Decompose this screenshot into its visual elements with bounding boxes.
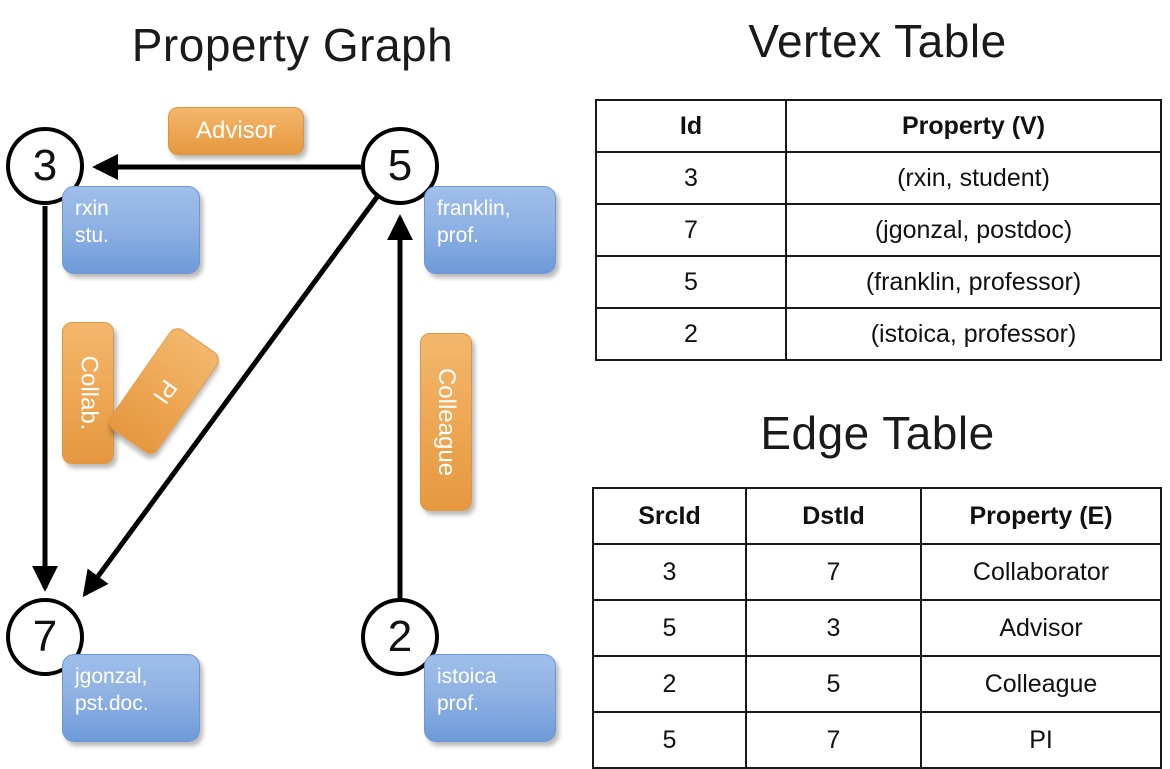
table-row: 3 (rxin, student): [595, 151, 1162, 205]
graph-edges: [32, 154, 413, 598]
vertex-property-line1: istoica: [437, 665, 497, 688]
edge-cell-srcid: 3: [592, 543, 747, 601]
graph-node-2[interactable]: 2: [361, 598, 439, 676]
vertex-cell-property: (franklin, professor): [785, 255, 1162, 309]
edge-table-title: Edge Table: [760, 407, 995, 459]
edge-table: SrcId DstId Property (E) 3 7 Collaborato…: [592, 487, 1162, 769]
edge-5-to-7: [82, 195, 380, 598]
edge-cell-property: PI: [920, 711, 1162, 769]
edge-cell-dstid: 7: [745, 711, 922, 769]
edge-cell-dstid: 3: [745, 599, 922, 657]
table-row: 2 5 Colleague: [592, 655, 1162, 713]
vertex-property-line2: pst.doc.: [75, 691, 149, 715]
page-title-property-graph: Property Graph: [131, 19, 454, 71]
vertex-property-box-istoica[interactable]: istoica prof.: [424, 654, 556, 742]
vertex-property-box-franklin[interactable]: franklin, prof.: [424, 186, 556, 274]
table-row: 5 7 PI: [592, 711, 1162, 769]
vertex-cell-property: (jgonzal, postdoc): [785, 203, 1162, 257]
edge-label-colleague[interactable]: Colleague: [420, 333, 472, 511]
edge-cell-srcid: 5: [592, 599, 747, 657]
graph-node-5-label: 5: [387, 141, 413, 190]
edge-header-dstid: DstId: [745, 487, 922, 545]
vertex-property-box-jgonzal[interactable]: jgonzal, pst.doc.: [62, 654, 200, 742]
vertex-property-line2: stu.: [75, 223, 109, 247]
edge-cell-srcid: 2: [592, 655, 747, 713]
vertex-table-title: Vertex Table: [748, 15, 1007, 67]
vertex-property-line2: prof.: [437, 691, 480, 715]
graph-node-3-label: 3: [32, 141, 58, 190]
vertex-cell-property: (rxin, student): [785, 151, 1162, 205]
edge-cell-property: Colleague: [920, 655, 1162, 713]
vertex-property-box-rxin[interactable]: rxin stu.: [62, 186, 200, 274]
edge-label-advisor-text: Advisor: [195, 117, 277, 144]
tables-panel: Vertex Table Id Property (V) 3 (rxin, st…: [585, 0, 1170, 769]
vertex-header-id: Id: [595, 99, 787, 153]
vertex-cell-id: 3: [595, 151, 787, 205]
edge-header-srcid: SrcId: [592, 487, 747, 545]
vertex-table: Id Property (V) 3 (rxin, student) 7 (jgo…: [595, 99, 1162, 361]
table-header-row: Id Property (V): [595, 99, 1162, 153]
edge-cell-property: Advisor: [920, 599, 1162, 657]
edge-cell-srcid: 5: [592, 711, 747, 769]
graph-node-7-label: 7: [32, 612, 58, 661]
vertex-property-line2: prof.: [437, 223, 480, 247]
vertex-cell-id: 7: [595, 203, 787, 257]
vertex-cell-id: 2: [595, 307, 787, 361]
property-graph-panel: Property Graph 3 5 7 2 rxin stu. frankli…: [0, 0, 585, 760]
edge-cell-property: Collaborator: [920, 543, 1162, 601]
edge-label-colleague-text: Colleague: [433, 367, 460, 477]
edge-label-collab[interactable]: Collab.: [62, 322, 114, 464]
table-row: 5 3 Advisor: [592, 599, 1162, 657]
table-row: 5 (franklin, professor): [595, 255, 1162, 309]
edge-label-collab-text: Collab.: [75, 355, 102, 431]
vertex-cell-id: 5: [595, 255, 787, 309]
table-row: 2 (istoica, professor): [595, 307, 1162, 361]
edge-label-advisor[interactable]: Advisor: [168, 107, 304, 155]
graph-node-2-label: 2: [387, 612, 413, 661]
vertex-property-line1: rxin: [75, 197, 109, 220]
vertex-header-property: Property (V): [785, 99, 1162, 153]
edge-label-pi-text: PI: [146, 374, 182, 409]
edge-header-property: Property (E): [920, 487, 1162, 545]
table-row: 7 (jgonzal, postdoc): [595, 203, 1162, 257]
vertex-property-line1: jgonzal,: [75, 665, 148, 688]
vertex-cell-property: (istoica, professor): [785, 307, 1162, 361]
graph-node-5[interactable]: 5: [361, 127, 439, 205]
vertex-property-line1: franklin,: [437, 197, 511, 220]
table-header-row: SrcId DstId Property (E): [592, 487, 1162, 545]
edge-cell-dstid: 7: [745, 543, 922, 601]
table-row: 3 7 Collaborator: [592, 543, 1162, 601]
edge-cell-dstid: 5: [745, 655, 922, 713]
